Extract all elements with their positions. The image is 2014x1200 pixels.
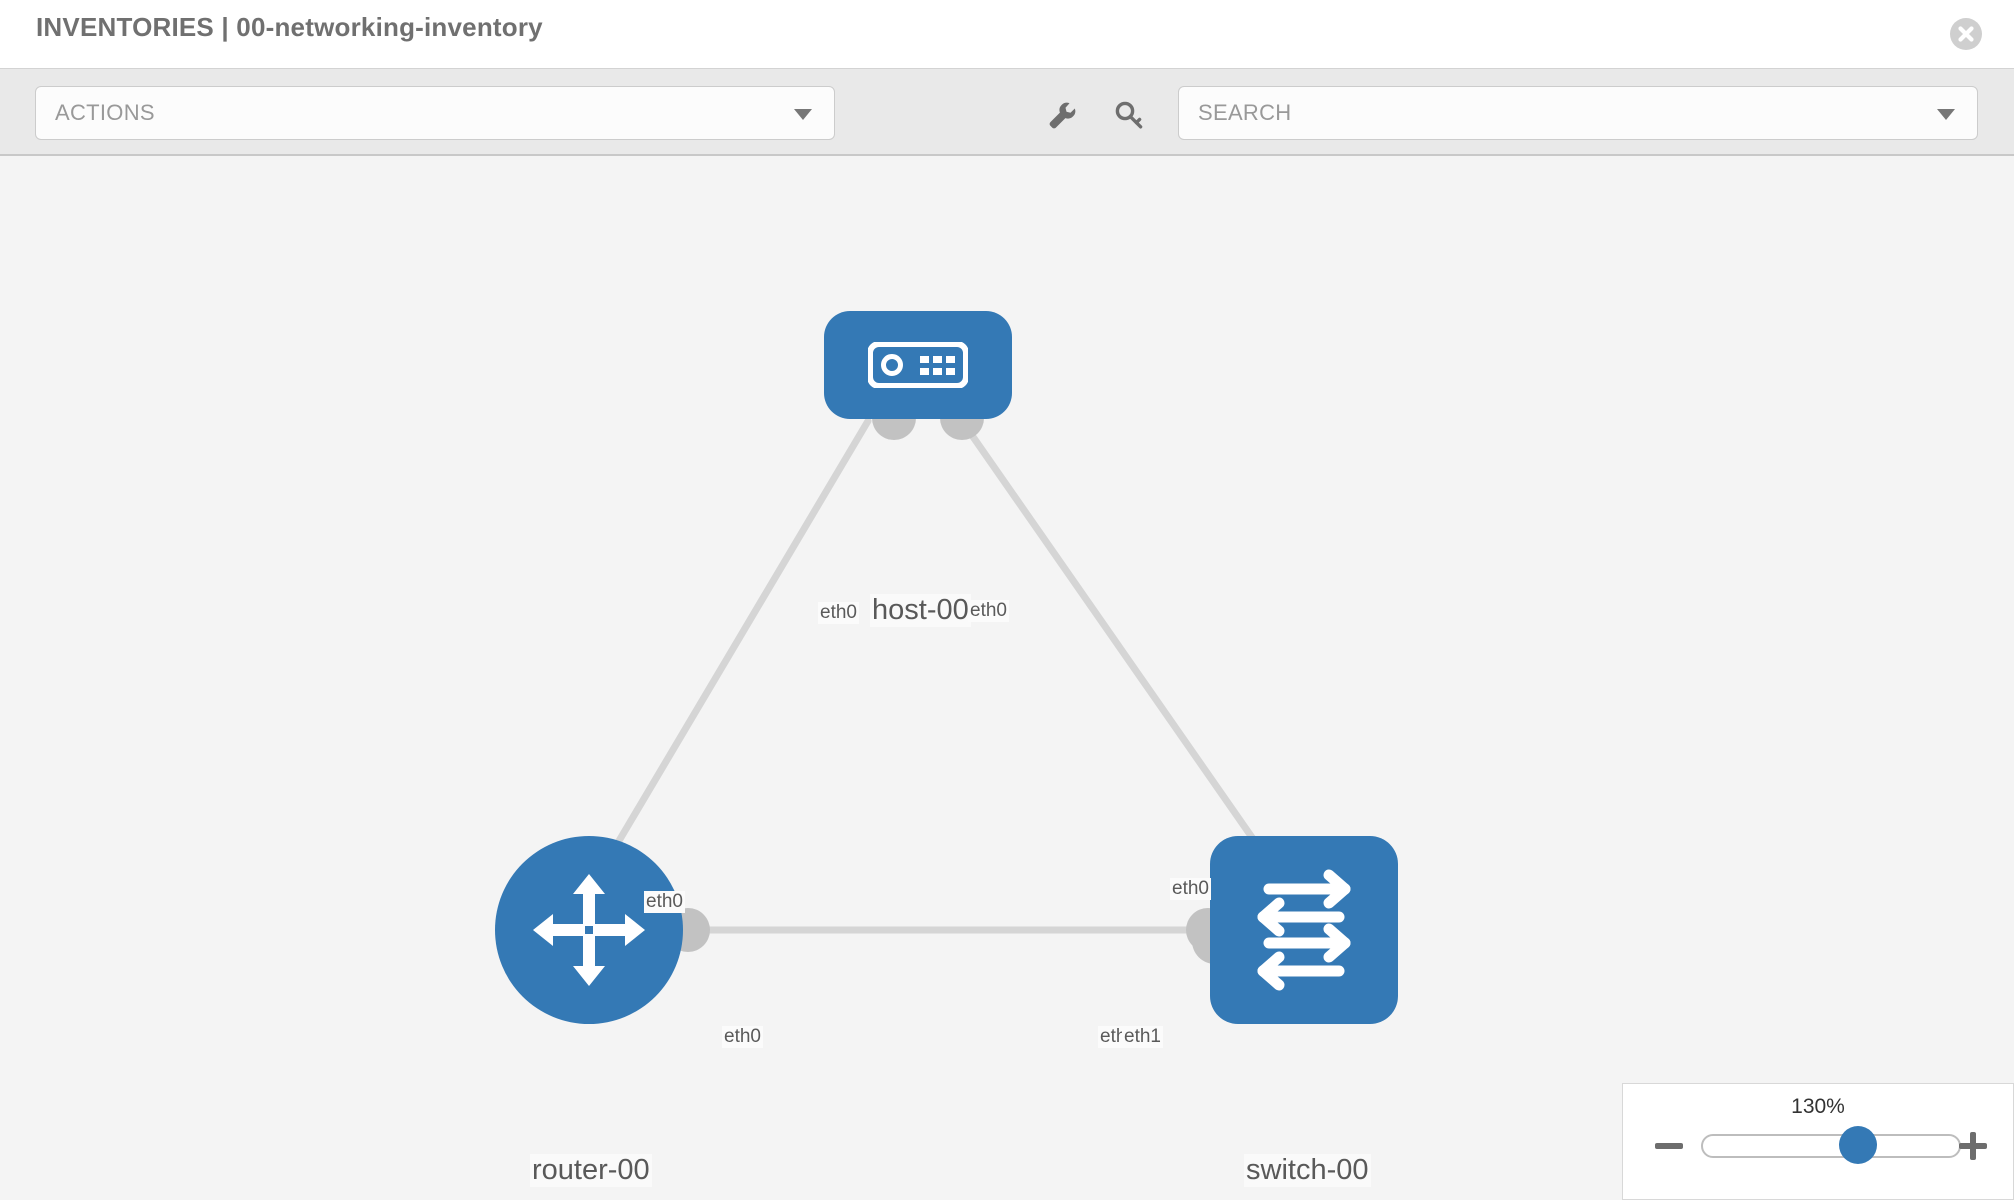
zoom-control-panel: 130% [1622,1083,2014,1200]
router-arrows-icon [533,874,645,986]
zoom-in-button[interactable] [1959,1132,1987,1160]
server-icon [868,342,968,388]
edge-label-router-right: eth0 [722,1026,763,1048]
plus-icon-vertical [1970,1132,1976,1160]
topology-links [606,417,1262,934]
chevron-down-icon[interactable] [1937,109,1955,120]
edge-label-switch-up: eth0 [1170,878,1211,900]
page-title: INVENTORIES | 00-networking-inventory [36,12,543,42]
zoom-slider-thumb[interactable] [1838,1126,1877,1164]
edge-label-switch-left-eth1: eth1 [1122,1026,1163,1048]
search-input[interactable]: SEARCH [1178,86,1978,140]
actions-dropdown-label: ACTIONS [55,100,155,125]
search-placeholder: SEARCH [1198,100,1292,125]
wrench-icon[interactable] [1045,99,1079,133]
zoom-slider[interactable] [1701,1134,1961,1158]
switch-00-label: switch-00 [1244,1154,1371,1187]
zoom-out-button[interactable] [1655,1132,1683,1160]
toolbar: ACTIONS SEARCH [0,68,2014,156]
edge-label-host-left: eth0 [818,602,859,624]
link-host-switch [958,417,1262,850]
edge-label-host-right: eth0 [968,600,1009,622]
router-00-label: router-00 [530,1154,652,1187]
topology-canvas[interactable]: host-00 router-00 [0,156,2014,1200]
edge-label-router-up: eth0 [644,891,685,913]
actions-dropdown[interactable]: ACTIONS [35,86,835,140]
page-header: INVENTORIES | 00-networking-inventory [0,0,2014,68]
link-router-host [606,417,872,860]
close-icon[interactable] [1950,18,1982,50]
host-00-label: host-00 [870,594,971,627]
switch-00-body[interactable] [1210,836,1398,1024]
chevron-down-icon [794,109,812,120]
key-icon[interactable] [1112,99,1146,133]
router-00-body[interactable] [495,836,683,1024]
host-00-body[interactable] [824,311,1012,419]
zoom-level-label: 130% [1791,1095,1845,1118]
switch-arrows-icon [1257,869,1351,991]
minus-icon [1655,1143,1683,1149]
